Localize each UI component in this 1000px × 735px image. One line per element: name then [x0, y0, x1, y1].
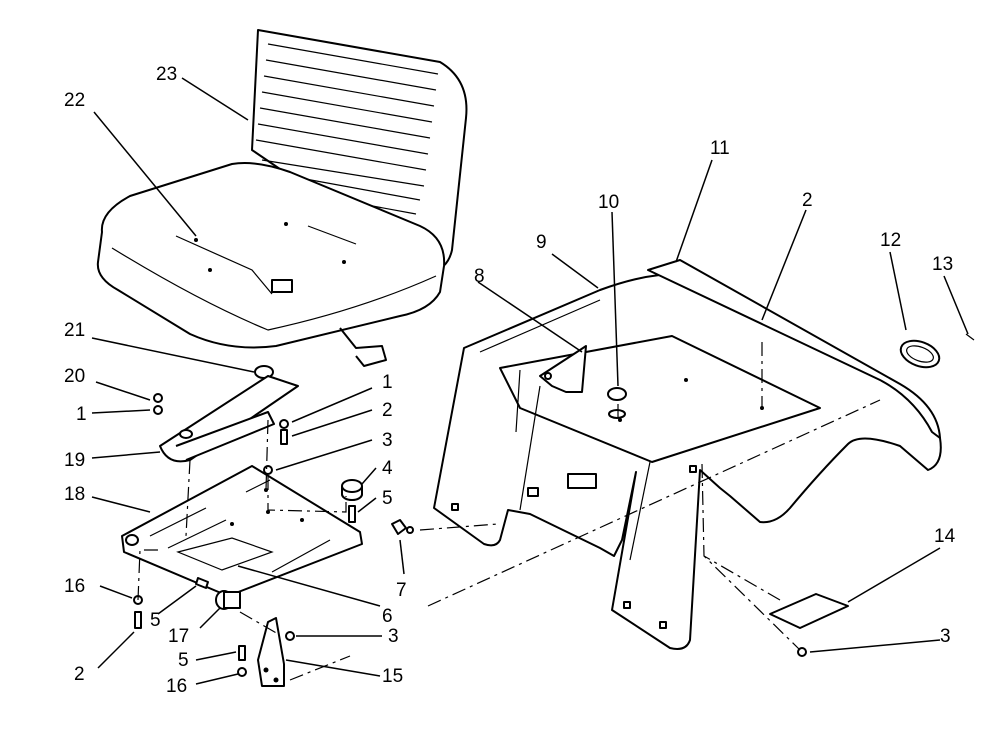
callout-2-fender: 2 — [802, 190, 813, 211]
callout-16-upper: 16 — [64, 576, 85, 597]
callout-8: 8 — [474, 266, 485, 287]
seat — [96, 29, 468, 367]
callout-20: 20 — [64, 366, 85, 387]
callout-11: 11 — [710, 138, 730, 159]
callout-2-left: 2 — [74, 664, 85, 685]
callout-6: 6 — [382, 606, 393, 627]
fender-deck — [433, 259, 975, 650]
callout-9: 9 — [536, 232, 547, 253]
callout-3-fender: 3 — [940, 626, 951, 647]
callout-1-right: 1 — [382, 372, 393, 393]
callout-14: 14 — [934, 526, 956, 547]
callout-labels: 23 22 21 20 1 1 2 19 3 18 4 5 7 6 16 5 1… — [64, 64, 956, 697]
leader-lines — [91, 77, 969, 685]
callout-18: 18 — [64, 484, 85, 505]
callout-1-left: 1 — [76, 404, 87, 425]
callout-16-lower: 16 — [166, 676, 187, 697]
callout-2-right: 2 — [382, 400, 393, 421]
callout-22: 22 — [64, 90, 85, 111]
callout-7: 7 — [396, 580, 407, 601]
callout-12: 12 — [880, 230, 901, 251]
callout-5-right: 5 — [382, 488, 393, 509]
callout-19: 19 — [64, 450, 85, 471]
callout-3-lower: 3 — [388, 626, 399, 647]
callout-21: 21 — [64, 320, 85, 341]
callout-15: 15 — [382, 666, 403, 687]
callout-23: 23 — [156, 64, 177, 85]
callout-3-upper: 3 — [382, 430, 393, 451]
seat-mount-assembly — [121, 365, 363, 687]
callout-4: 4 — [382, 458, 393, 479]
callout-5-left: 5 — [150, 610, 161, 631]
callout-13: 13 — [932, 254, 953, 275]
callout-10: 10 — [598, 192, 619, 213]
callout-5-bottom: 5 — [178, 650, 189, 671]
callout-17: 17 — [168, 626, 189, 647]
center-lines — [137, 342, 881, 681]
